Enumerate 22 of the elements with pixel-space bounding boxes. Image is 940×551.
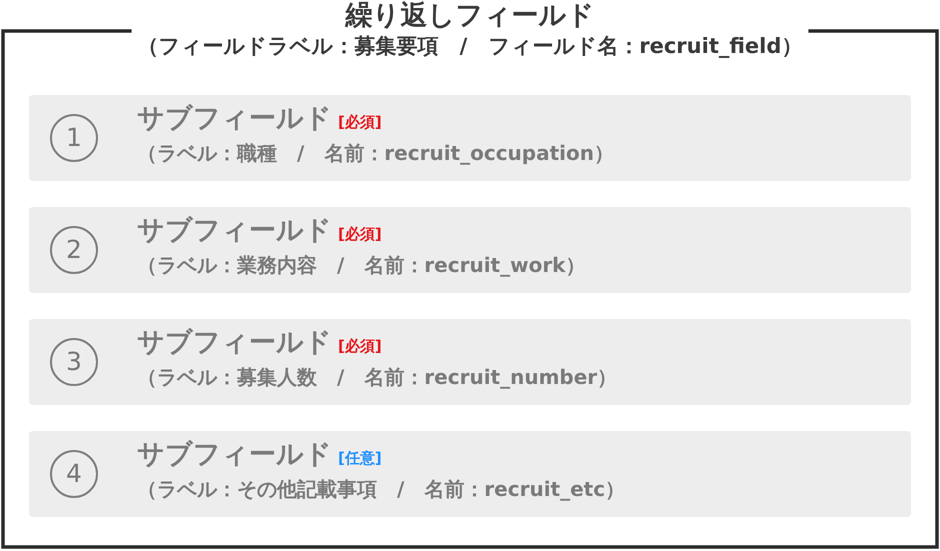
- subfield-title: サブフィールド: [137, 214, 332, 248]
- subfield-band: [29, 207, 911, 293]
- required-label: [必須]: [338, 113, 382, 131]
- subfield-description: （ラベル：業務内容 / 名前：recruit_work）: [137, 252, 586, 279]
- required-label: [必須]: [338, 337, 382, 355]
- subfield-band: [29, 319, 911, 405]
- number-circle: 4: [50, 450, 98, 498]
- subfield-title: サブフィールド: [137, 438, 332, 472]
- required-label: [必須]: [338, 225, 382, 243]
- subfield-band: [29, 431, 911, 517]
- frame-title: 繰り返しフィールド: [346, 0, 594, 31]
- subfield-title: サブフィールド: [137, 102, 332, 136]
- subfield-title: サブフィールド: [137, 326, 332, 360]
- subfield-description: （ラベル：その他記載事項 / 名前：recruit_etc）: [137, 476, 626, 503]
- subfield-description: （ラベル：職種 / 名前：recruit_occupation）: [137, 140, 614, 167]
- subfield-description: （ラベル：募集人数 / 名前：recruit_number）: [137, 364, 618, 391]
- optional-label: [任意]: [338, 449, 382, 467]
- number-circle: 3: [50, 338, 98, 386]
- number-circle: 2: [50, 226, 98, 274]
- frame-subtitle: （フィールドラベル：募集要項 / フィールド名：recruit_field）: [138, 33, 802, 60]
- subfield-band: [29, 95, 911, 181]
- number-circle: 1: [50, 114, 98, 162]
